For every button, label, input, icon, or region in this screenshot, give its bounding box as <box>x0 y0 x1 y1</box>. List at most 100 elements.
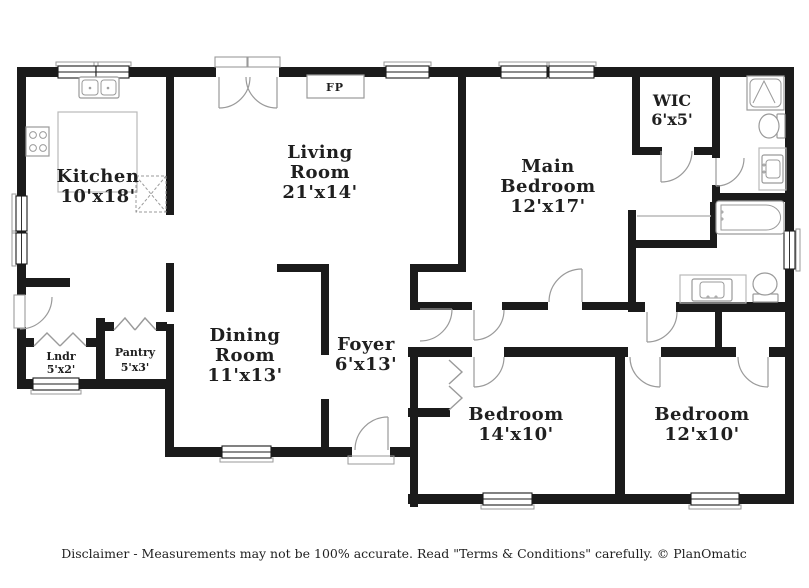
wic-door <box>660 150 693 183</box>
main-bedroom-door <box>548 268 583 303</box>
pantry-bifold-doors <box>113 316 157 331</box>
window-sill <box>498 61 550 67</box>
window-sill <box>546 61 597 67</box>
label-foyer-dims: 6'x13' <box>335 354 397 375</box>
hall-bathroom-door <box>646 311 678 343</box>
label-mainbed-dims: 12'x17' <box>510 196 585 217</box>
wall-wing-west <box>410 347 418 507</box>
label-bedroom14: Bedroom <box>468 404 563 425</box>
wall-closet14-south <box>408 408 450 417</box>
wall-kitchen-dining-lower <box>166 324 174 379</box>
label-foyer: Foyer <box>337 334 395 355</box>
label-pantry: Pantry <box>115 346 156 359</box>
bedroom-14-closet-bifold-doors <box>448 359 464 411</box>
fireplace <box>306 74 365 99</box>
label-living: Living <box>287 142 352 163</box>
wall-laundry-stub-right <box>86 338 96 347</box>
wall-mainbath-west-upper <box>712 67 720 158</box>
window-kitchen-right <box>95 65 130 79</box>
foyer-hallway-door <box>419 308 453 342</box>
window-sill <box>55 61 99 67</box>
window-sill <box>30 389 82 395</box>
wall-mainbed-south <box>417 302 630 310</box>
bathtub <box>715 200 785 235</box>
wall-pantry-stub-right <box>156 322 167 331</box>
label-bedroom14-dims: 14'x10' <box>478 424 553 445</box>
wall-wic-south-left <box>632 147 662 155</box>
wall-dining-foyer-lower <box>321 399 329 447</box>
wall-laundry-stub-left <box>26 338 34 347</box>
wall-kitchen-living <box>166 67 174 215</box>
main-bath-vanity <box>758 147 787 191</box>
windows <box>11 61 801 510</box>
wall-wing-north <box>408 347 794 357</box>
disclaimer-text: Disclaimer - Measurements may not be 100… <box>61 546 747 561</box>
wall-kitchen-dining-upper <box>166 263 174 312</box>
window-bedroom-12 <box>690 492 740 506</box>
label-wic: WIC <box>652 91 691 110</box>
fixtures <box>25 74 787 304</box>
label-living-dims: 21'x14' <box>282 182 357 203</box>
window-sill <box>383 61 432 67</box>
label-mainbed: Main <box>521 156 575 177</box>
wall-closet-west <box>628 210 636 310</box>
wall-dining-foyer-upper <box>321 264 329 355</box>
side-door <box>13 294 53 330</box>
window-sill <box>11 230 17 267</box>
wall-exterior-right <box>785 67 794 504</box>
kitchen-stove <box>25 126 50 157</box>
window-sill <box>480 504 535 510</box>
hallway-north-door <box>473 309 505 341</box>
window-sill <box>219 457 274 463</box>
window-mainbed-left <box>500 65 548 79</box>
window-sill <box>688 504 742 510</box>
label-laundry: Lndr <box>46 350 75 363</box>
wall-living-stub-left <box>277 264 327 272</box>
wall-closet-south <box>628 240 716 248</box>
label-wic-dims: 6'x5' <box>651 110 693 129</box>
window-kitchen-left <box>57 65 97 79</box>
wall-foyer-east <box>410 264 418 310</box>
label-fireplace: FP <box>326 81 344 94</box>
label-pantry-dims: 5'x3' <box>121 361 150 374</box>
window-sill <box>93 61 132 67</box>
wall-wing-bottom <box>408 494 794 504</box>
wall-dining-west-lower <box>165 379 174 457</box>
label-bedroom12-dims: 12'x10' <box>664 424 739 445</box>
label-laundry-dims: 5'x2' <box>47 363 76 376</box>
wall-front-dining <box>165 447 418 457</box>
label-dining: Dining <box>209 325 280 346</box>
bedroom-12-door <box>629 356 661 388</box>
window-hallbath-side <box>783 230 796 270</box>
front-door <box>347 416 395 465</box>
window-sill <box>11 193 17 234</box>
wall-hallbath-south <box>628 302 794 312</box>
label-kitchen-dims: 10'x18' <box>60 186 135 207</box>
kitchen-dishwasher <box>135 175 167 213</box>
wall-wic-south-right <box>694 147 720 155</box>
wall-laundry-bottom <box>17 379 167 389</box>
main-bathroom-door <box>715 157 745 187</box>
label-mainbed-2: Bedroom <box>500 176 595 197</box>
kitchen-counter <box>57 111 138 193</box>
labels: Kitchen 10'x18' Living Room 21'x14' Dini… <box>46 81 749 561</box>
laundry-bifold-doors <box>33 332 87 347</box>
wall-wic-west <box>632 67 640 155</box>
doors <box>13 56 769 465</box>
wall-living-stub-right <box>410 264 466 272</box>
window-kitchen-side-lower <box>15 232 28 265</box>
main-bath-toilet <box>758 113 786 139</box>
wall-pantry-divider <box>96 318 105 383</box>
bedroom-12-closet-door <box>737 356 769 388</box>
label-dining-dims: 11'x13' <box>207 365 282 386</box>
wall-closet12-west <box>715 310 722 350</box>
kitchen-sink <box>78 76 120 99</box>
window-sill <box>795 228 801 272</box>
label-kitchen: Kitchen <box>57 166 140 187</box>
bedroom-14-door <box>473 356 505 388</box>
wall-living-mainbed <box>458 67 466 272</box>
hall-bath-toilet <box>752 272 779 303</box>
window-living <box>385 65 430 79</box>
